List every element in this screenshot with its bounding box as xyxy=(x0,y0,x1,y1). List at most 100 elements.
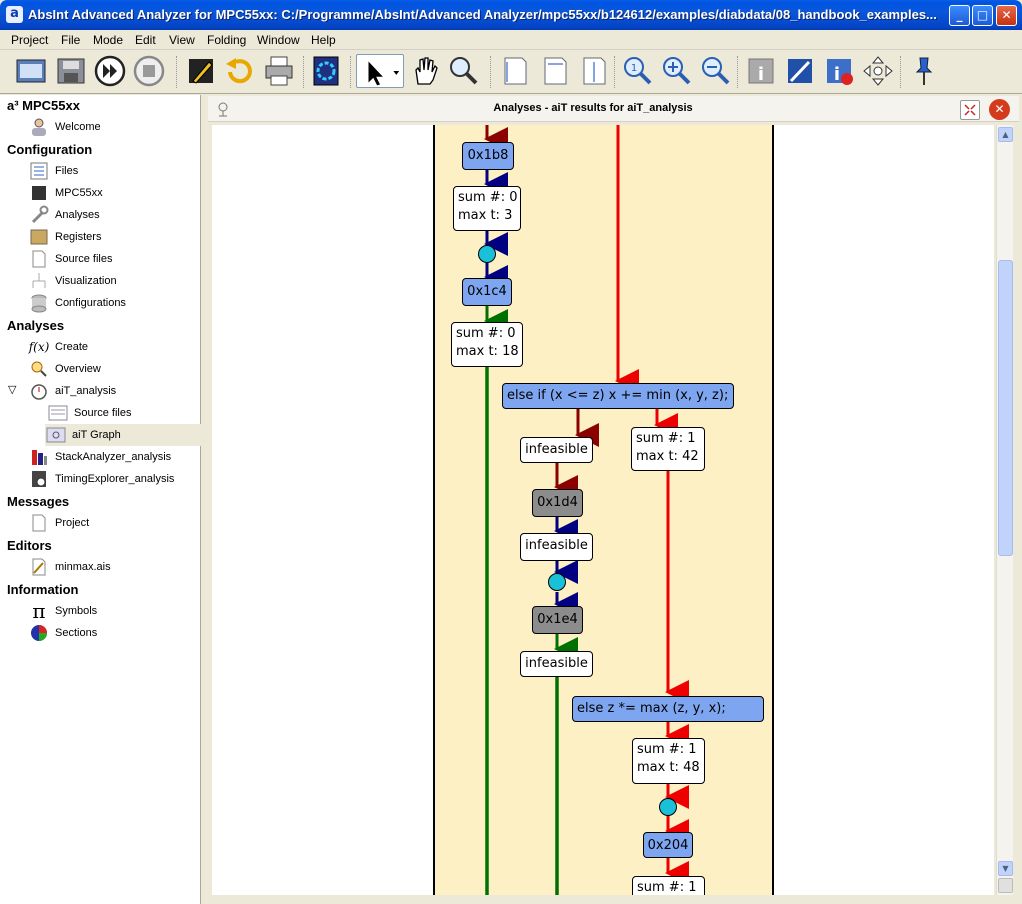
scroll-down-button[interactable]: ▼ xyxy=(998,861,1013,876)
menu-view[interactable]: View xyxy=(169,33,195,47)
menu-help[interactable]: Help xyxy=(311,33,336,47)
close-window-button[interactable]: ✕ xyxy=(996,5,1017,26)
graph-node-stats[interactable]: sum #: 1 max t: 42 xyxy=(631,427,705,471)
vertical-scrollbar[interactable]: ▲ ▼ xyxy=(996,125,1013,895)
app-icon: a xyxy=(6,6,23,23)
source-list-icon xyxy=(47,403,69,423)
graph-node-infeasible[interactable]: infeasible xyxy=(520,533,593,561)
save-icon[interactable] xyxy=(54,54,88,88)
panel-restore-button[interactable] xyxy=(960,100,980,120)
stopwatch-icon xyxy=(28,381,50,401)
sidebar-item-symbols[interactable]: π Symbols xyxy=(28,599,98,623)
graph-join-dot[interactable] xyxy=(659,798,677,816)
sidebar-item-welcome[interactable]: Welcome xyxy=(28,116,101,138)
sidebar-item-mpc55xx[interactable]: MPC55xx xyxy=(28,182,103,204)
magnifier-icon[interactable] xyxy=(446,54,480,88)
pi-icon: π xyxy=(32,599,46,623)
section-configuration: Configuration xyxy=(7,142,93,157)
zoom-out-icon[interactable] xyxy=(698,54,732,88)
menu-edit[interactable]: Edit xyxy=(135,33,156,47)
graph-node-stats[interactable]: sum #: 0 max t: 3 xyxy=(453,186,521,231)
page-split-icon[interactable] xyxy=(538,54,572,88)
sidebar-item-timingexplorer[interactable]: TimingExplorer_analysis xyxy=(28,468,174,490)
page-split-vertical-icon[interactable] xyxy=(577,54,611,88)
sidebar-item-ait-source-files[interactable]: Source files xyxy=(47,402,131,424)
sidebar-item-overview[interactable]: Overview xyxy=(28,358,101,380)
database-icon xyxy=(28,293,50,313)
open-icon[interactable] xyxy=(14,54,48,88)
sidebar-item-configurations[interactable]: Configurations xyxy=(28,292,126,314)
project-title: a³ MPC55xx xyxy=(7,98,80,113)
sidebar-item-files[interactable]: Files xyxy=(28,160,78,182)
panel-close-button[interactable]: ✕ xyxy=(989,99,1010,120)
graph-node-condition[interactable]: else z *= max (z, y, x); xyxy=(572,696,764,722)
palette-icon[interactable] xyxy=(309,54,343,88)
tree-collapse-toggle[interactable]: ▽ xyxy=(8,383,17,396)
sidebar-tree: a³ MPC55xx Welcome Configuration Files M… xyxy=(0,95,201,904)
sidebar-item-sections[interactable]: Sections xyxy=(28,622,97,644)
sidebar-item-create[interactable]: f(x)Create xyxy=(28,336,88,358)
print-icon[interactable] xyxy=(262,54,296,88)
maximize-button[interactable]: □ xyxy=(972,5,993,26)
select-arrow-icon[interactable] xyxy=(356,54,404,88)
graph-node-0x1e4[interactable]: 0x1e4 xyxy=(532,606,583,634)
edit-info-icon[interactable] xyxy=(783,54,817,88)
sidebar-item-registers[interactable]: Registers xyxy=(28,226,101,248)
graph-join-dot[interactable] xyxy=(548,573,566,591)
graph-node-0x1c4[interactable]: 0x1c4 xyxy=(462,278,512,306)
sidebar-item-stackanalyzer[interactable]: StackAnalyzer_analysis xyxy=(28,446,171,468)
toolbar-separator xyxy=(490,56,492,88)
hand-icon[interactable] xyxy=(408,54,442,88)
section-messages: Messages xyxy=(7,494,70,509)
section-information: Information xyxy=(7,582,79,597)
page-icon[interactable] xyxy=(498,54,532,88)
navigator-icon[interactable] xyxy=(998,878,1013,893)
graph-node-0x1b8[interactable]: 0x1b8 xyxy=(462,142,514,170)
menu-mode[interactable]: Mode xyxy=(93,33,124,47)
graph-node-0x204[interactable]: 0x204 xyxy=(643,832,693,858)
remove-info-icon[interactable]: i xyxy=(822,54,856,88)
menu-folding[interactable]: Folding xyxy=(207,33,247,47)
graph-node-0x1d4[interactable]: 0x1d4 xyxy=(532,489,583,517)
graph-canvas[interactable]: 0x1b8 sum #: 0 max t: 3 0x1c4 sum #: 0 m… xyxy=(212,125,994,895)
graph-node-infeasible[interactable]: infeasible xyxy=(520,437,593,463)
run-icon[interactable] xyxy=(93,54,127,88)
scroll-up-button[interactable]: ▲ xyxy=(998,127,1013,142)
info-icon[interactable]: i xyxy=(744,54,778,88)
zoom-in-icon[interactable] xyxy=(659,54,693,88)
toolbar-separator xyxy=(614,56,616,88)
sidebar-item-ait-analysis[interactable]: aiT_analysis xyxy=(28,380,116,402)
minimize-button[interactable]: _ xyxy=(949,5,970,26)
sidebar-item-visualization[interactable]: Visualization xyxy=(28,270,117,292)
sidebar-item-minmax-ais[interactable]: minmax.ais xyxy=(28,556,111,578)
sidebar-item-label: Symbols xyxy=(55,605,98,617)
sidebar-item-messages-project[interactable]: Project xyxy=(28,512,89,534)
pin-icon[interactable] xyxy=(906,54,940,88)
sidebar-item-source-files[interactable]: Source files xyxy=(28,248,112,270)
wrench-icon xyxy=(28,205,50,225)
scroll-thumb[interactable] xyxy=(998,260,1013,556)
zoom-reset-icon[interactable]: 1 xyxy=(620,54,654,88)
sidebar-item-ait-graph[interactable]: aiT Graph xyxy=(45,424,201,446)
undo-icon[interactable] xyxy=(222,54,256,88)
menu-file[interactable]: File xyxy=(61,33,81,47)
panel-header: Analyses - aiT results for aiT_analysis … xyxy=(208,96,1019,122)
graph-node-stats[interactable]: sum #: 1 xyxy=(632,876,705,895)
overview-icon xyxy=(28,359,50,379)
edit-icon[interactable] xyxy=(184,54,218,88)
sum-count: sum #: 1 xyxy=(637,880,697,895)
graph-node-infeasible[interactable]: infeasible xyxy=(520,651,593,677)
graph-node-stats[interactable]: sum #: 1 max t: 48 xyxy=(632,738,705,784)
graph-node-stats[interactable]: sum #: 0 max t: 18 xyxy=(451,322,523,367)
sidebar-item-label: aiT_analysis xyxy=(55,385,117,397)
stop-icon[interactable] xyxy=(132,54,166,88)
menu-project[interactable]: Project xyxy=(11,33,49,47)
menu-window[interactable]: Window xyxy=(257,33,300,47)
navigate-icon[interactable] xyxy=(861,54,895,88)
max-time: max t: 3 xyxy=(458,208,513,223)
sidebar-item-analyses[interactable]: Analyses xyxy=(28,204,100,226)
graph-join-dot[interactable] xyxy=(478,245,496,263)
sidebar-item-label: Project xyxy=(55,517,90,529)
graph-node-condition[interactable]: else if (x <= z) x += min (x, y, z); xyxy=(502,383,734,409)
panel-title: Analyses - aiT results for aiT_analysis xyxy=(493,102,693,114)
